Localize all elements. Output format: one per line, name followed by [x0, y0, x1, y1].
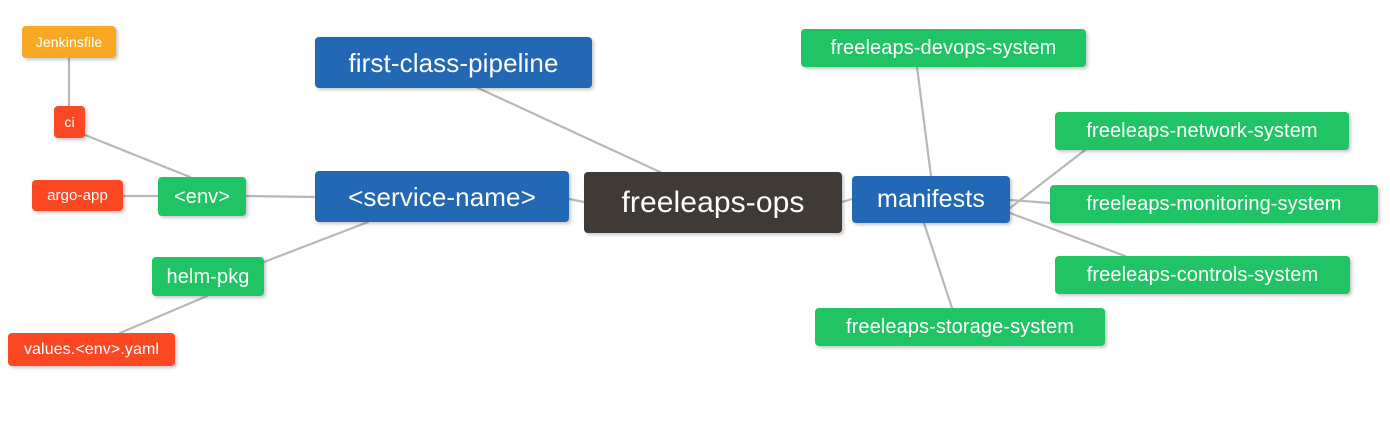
mindmap-node-monitoring[interactable]: freeleaps-monitoring-system	[1050, 185, 1378, 223]
edge-manifests-monitoring	[1008, 198, 1052, 205]
node-label-service: <service-name>	[348, 181, 536, 212]
mindmap-node-argoapp[interactable]: argo-app	[32, 180, 123, 211]
node-label-storage: freeleaps-storage-system	[845, 316, 1075, 338]
mindmap-node-network[interactable]: freeleaps-network-system	[1055, 112, 1349, 150]
node-label-env: <env>	[173, 185, 231, 208]
edge-service-env	[244, 194, 317, 199]
edge-service-helmpkg	[262, 220, 370, 264]
edge-manifests-storage	[922, 221, 954, 310]
mindmap-node-env[interactable]: <env>	[158, 177, 246, 216]
edge-root-manifests	[840, 197, 854, 204]
edge-helmpkg-valuesyaml	[118, 294, 209, 335]
edge-env-ci	[83, 133, 192, 179]
mindmap-node-pipeline[interactable]: first-class-pipeline	[315, 37, 592, 88]
node-label-network: freeleaps-network-system	[1086, 120, 1318, 142]
node-label-argoapp: argo-app	[47, 187, 108, 204]
edge-manifests-devops	[915, 65, 933, 178]
mindmap-node-service[interactable]: <service-name>	[315, 171, 569, 222]
node-label-monitoring: freeleaps-monitoring-system	[1086, 193, 1342, 215]
mindmap-node-devops[interactable]: freeleaps-devops-system	[801, 29, 1086, 67]
mindmap-node-manifests[interactable]: manifests	[852, 176, 1010, 223]
node-label-helmpkg: helm-pkg	[166, 265, 250, 288]
node-label-valuesyaml: values.<env>.yaml	[23, 340, 160, 358]
node-label-manifests: manifests	[877, 185, 985, 213]
mindmap-node-ci[interactable]: ci	[54, 106, 85, 138]
node-label-jenkinsfile: Jenkinsfile	[35, 34, 103, 50]
node-label-pipeline: first-class-pipeline	[348, 47, 559, 78]
node-label-ci: ci	[64, 114, 75, 130]
node-label-devops: freeleaps-devops-system	[830, 37, 1057, 59]
edge-root-service	[567, 197, 586, 204]
mindmap-node-jenkinsfile[interactable]: Jenkinsfile	[22, 26, 116, 58]
node-label-controls: freeleaps-controls-system	[1086, 264, 1319, 286]
mindmap-node-valuesyaml[interactable]: values.<env>.yaml	[8, 333, 175, 366]
node-label-root: freeleaps-ops	[621, 185, 805, 219]
mindmap-node-helmpkg[interactable]: helm-pkg	[152, 257, 264, 296]
mindmap-node-controls[interactable]: freeleaps-controls-system	[1055, 256, 1350, 294]
mindmap-node-root[interactable]: freeleaps-ops	[584, 172, 842, 233]
edge-root-pipeline	[476, 86, 662, 174]
mindmap-node-storage[interactable]: freeleaps-storage-system	[815, 308, 1105, 346]
